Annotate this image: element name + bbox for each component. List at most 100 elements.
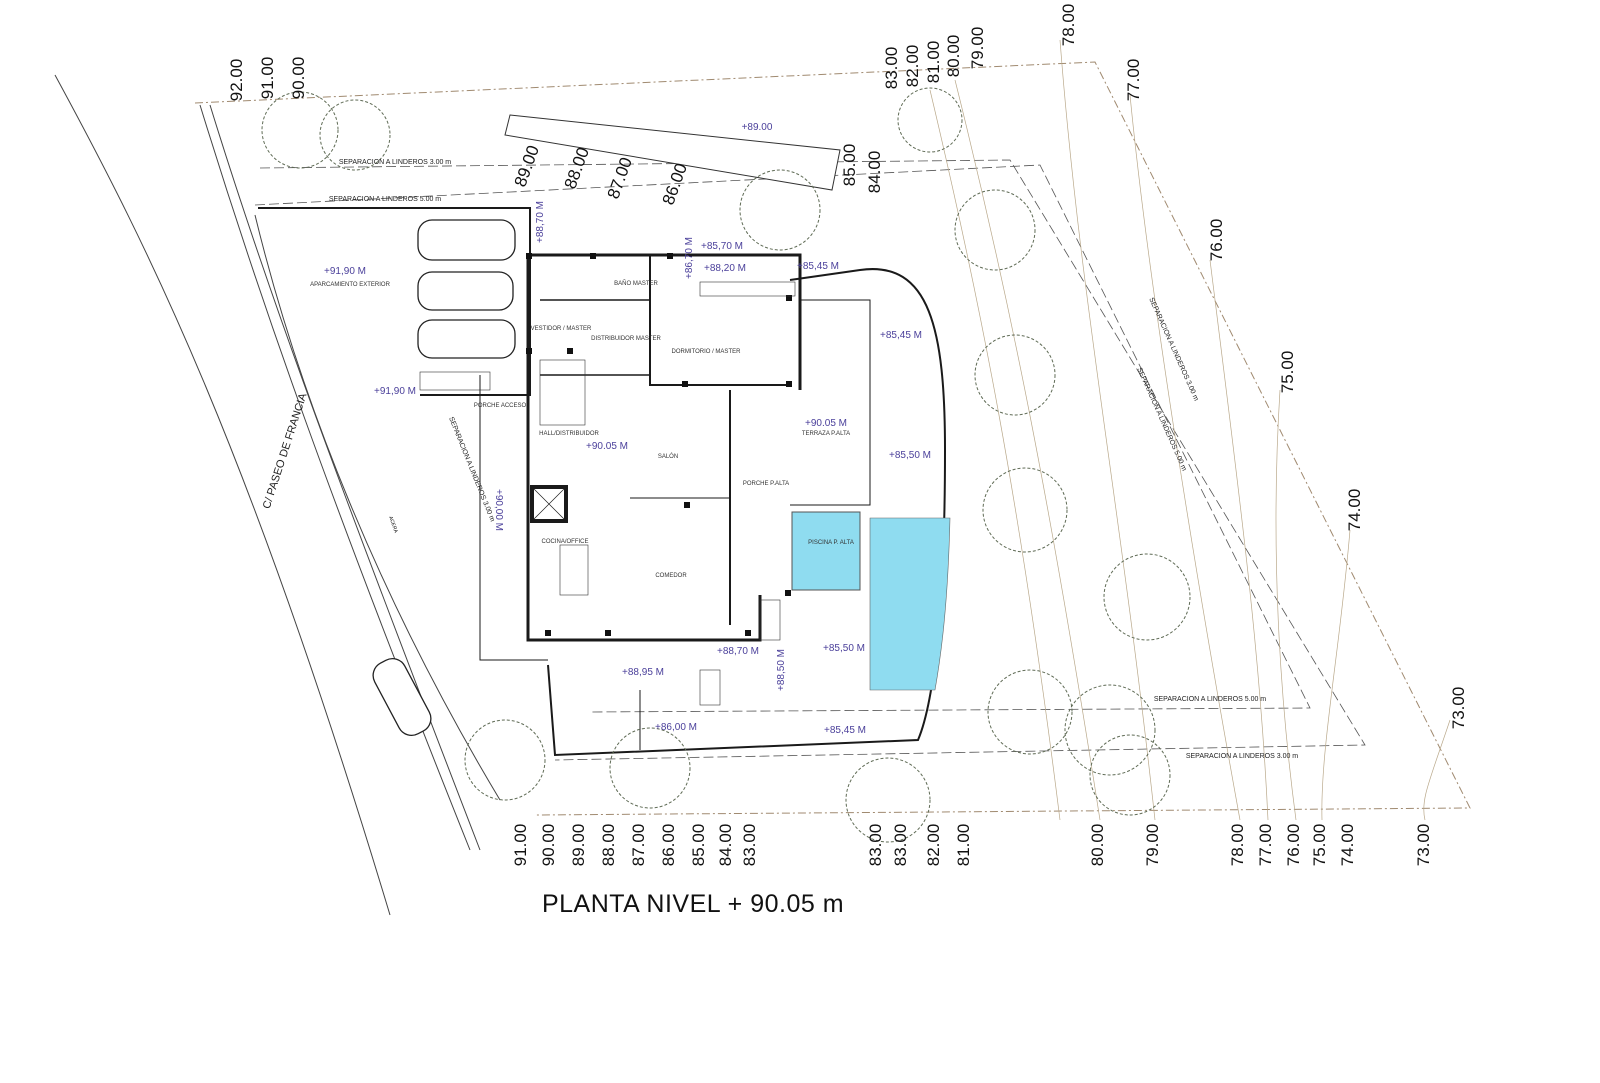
contour-label-bottom: 74.00 — [1338, 824, 1357, 867]
setback-label: SEPARACION A LINDEROS 3.00 m — [339, 159, 451, 166]
elevation-label: +85,50 M — [823, 643, 865, 654]
contour-label-top: 87.00 — [604, 155, 636, 201]
street-name: C/ PASEO DE FRANCIA — [261, 391, 310, 510]
contour-label-top: 80.00 — [944, 35, 963, 78]
contour-label-top: 76.00 — [1207, 219, 1226, 262]
contour-label-bottom: 83.00 — [740, 824, 759, 867]
room-label: VESTIDOR / MASTER — [531, 326, 592, 332]
contour-label-bottom: 73.00 — [1414, 824, 1433, 867]
elevation-label: +89.00 — [742, 122, 773, 133]
contour-label-bottom: 75.00 — [1310, 824, 1329, 867]
room-label: APARCAMIENTO EXTERIOR — [310, 282, 390, 288]
contour-label-top: 79.00 — [968, 27, 987, 70]
car-icon — [417, 271, 514, 311]
contour-label-top: 78.00 — [1059, 4, 1078, 47]
setback-label: SEPARACION A LINDEROS 3.00 m — [1186, 753, 1298, 760]
contour-label-top: 84.00 — [865, 151, 884, 194]
car-icon — [372, 657, 432, 737]
tree-icon — [739, 169, 821, 251]
room-label: DISTRIBUIDOR MASTER — [591, 336, 661, 342]
contour-label-bottom: 83.00 — [866, 824, 885, 867]
room-label: COMEDOR — [655, 573, 687, 579]
stairs — [419, 281, 796, 706]
building-walls — [258, 207, 947, 757]
elevation-label: +91,90 M — [374, 386, 416, 397]
tree-icon — [987, 669, 1073, 755]
elevation-label: +85,45 M — [797, 261, 839, 272]
elevation-label: +88,70 M — [535, 201, 546, 243]
tree-icon — [261, 91, 339, 169]
contour-label-top: 90.00 — [289, 57, 308, 100]
contour-label-bottom: 79.00 — [1143, 824, 1162, 867]
elevation-label: +86,00 M — [655, 722, 697, 733]
elevation-label: +88,95 M — [622, 667, 664, 678]
elevation-label: +90,00 M — [493, 489, 504, 531]
elevation-label: +88,70 M — [717, 646, 759, 657]
infinity-pool — [869, 517, 951, 691]
setback-label: SEPARACION A LINDEROS 5.00 m — [1154, 696, 1266, 703]
contour-label-top: 75.00 — [1278, 351, 1297, 394]
tree-icon — [609, 727, 691, 809]
elevation-label: +85,45 M — [880, 330, 922, 341]
tree-icon — [982, 467, 1068, 553]
elevation-label: +86,70 M — [684, 237, 695, 279]
contour-label-top: 85.00 — [840, 144, 859, 187]
contour-label-top: 82.00 — [903, 45, 922, 88]
elevation-label: +85,50 M — [889, 450, 931, 461]
upper-pool — [791, 511, 861, 591]
contour-label-bottom: 88.00 — [599, 824, 618, 867]
tree-icon — [319, 99, 391, 171]
contour-label-top: 89.00 — [511, 143, 543, 189]
elevation-label: +90.05 M — [586, 441, 628, 452]
elevation-label: +90.05 M — [805, 418, 847, 429]
elevation-label: +88,20 M — [704, 263, 746, 274]
elevation-label: +85,70 M — [701, 241, 743, 252]
setback-label: SEPARACION A LINDEROS 5.00 m — [329, 196, 441, 203]
trees — [261, 87, 1191, 843]
tree-icon — [1064, 684, 1156, 776]
contour-label-top: 92.00 — [227, 59, 246, 102]
tree-icon — [897, 87, 963, 153]
room-label: PORCHE P.ALTA — [743, 481, 789, 487]
contour-label-bottom: 76.00 — [1284, 824, 1303, 867]
room-label: BAÑO MASTER — [614, 280, 658, 287]
contour-label-bottom: 82.00 — [924, 824, 943, 867]
room-label: DORMITORIO / MASTER — [672, 349, 742, 355]
contour-lines — [929, 39, 1451, 821]
columns — [526, 253, 792, 636]
contour-label-top: 73.00 — [1449, 687, 1468, 730]
contour-label-top: 91.00 — [258, 57, 277, 100]
room-label: COCINA/OFFICE — [541, 539, 588, 545]
tree-icon — [464, 719, 546, 801]
contour-label-top: 81.00 — [924, 41, 943, 84]
parked-cars — [372, 219, 516, 737]
retaining-wall — [504, 114, 841, 191]
contour-label-bottom: 80.00 — [1088, 824, 1107, 867]
tree-icon — [974, 334, 1056, 416]
contour-label-bottom: 83.00 — [891, 824, 910, 867]
setback-label: SEPARACION A LINDEROS 3.00 m — [1147, 297, 1199, 403]
contour-label-bottom: 91.00 — [511, 824, 530, 867]
tree-icon — [1103, 553, 1191, 641]
sidewalk-label: ACERA — [387, 516, 399, 535]
contour-label-top: 77.00 — [1124, 59, 1143, 102]
contour-label-bottom: 85.00 — [689, 824, 708, 867]
car-icon — [417, 219, 516, 261]
room-label: PORCHE ACCESO — [474, 403, 527, 409]
contour-label-top: 88.00 — [561, 145, 593, 191]
contour-label-bottom: 90.00 — [539, 824, 558, 867]
contour-label-bottom: 89.00 — [569, 824, 588, 867]
room-label: HALL/DISTRIBUIDOR — [539, 431, 599, 437]
contour-label-bottom: 77.00 — [1256, 824, 1275, 867]
setback-lines — [254, 159, 1366, 761]
car-icon — [417, 319, 516, 359]
room-label: TERRAZA P.ALTA — [802, 431, 850, 437]
room-label: SALÓN — [658, 453, 678, 460]
plot-boundary — [194, 61, 1471, 816]
setback-label: SEPARACION A LINDEROS 3.00 m — [447, 416, 496, 523]
contour-label-bottom: 78.00 — [1228, 824, 1247, 867]
contour-label-top: 74.00 — [1345, 489, 1364, 532]
elevation-label: +85,45 M — [824, 725, 866, 736]
contour-label-bottom: 87.00 — [629, 824, 648, 867]
